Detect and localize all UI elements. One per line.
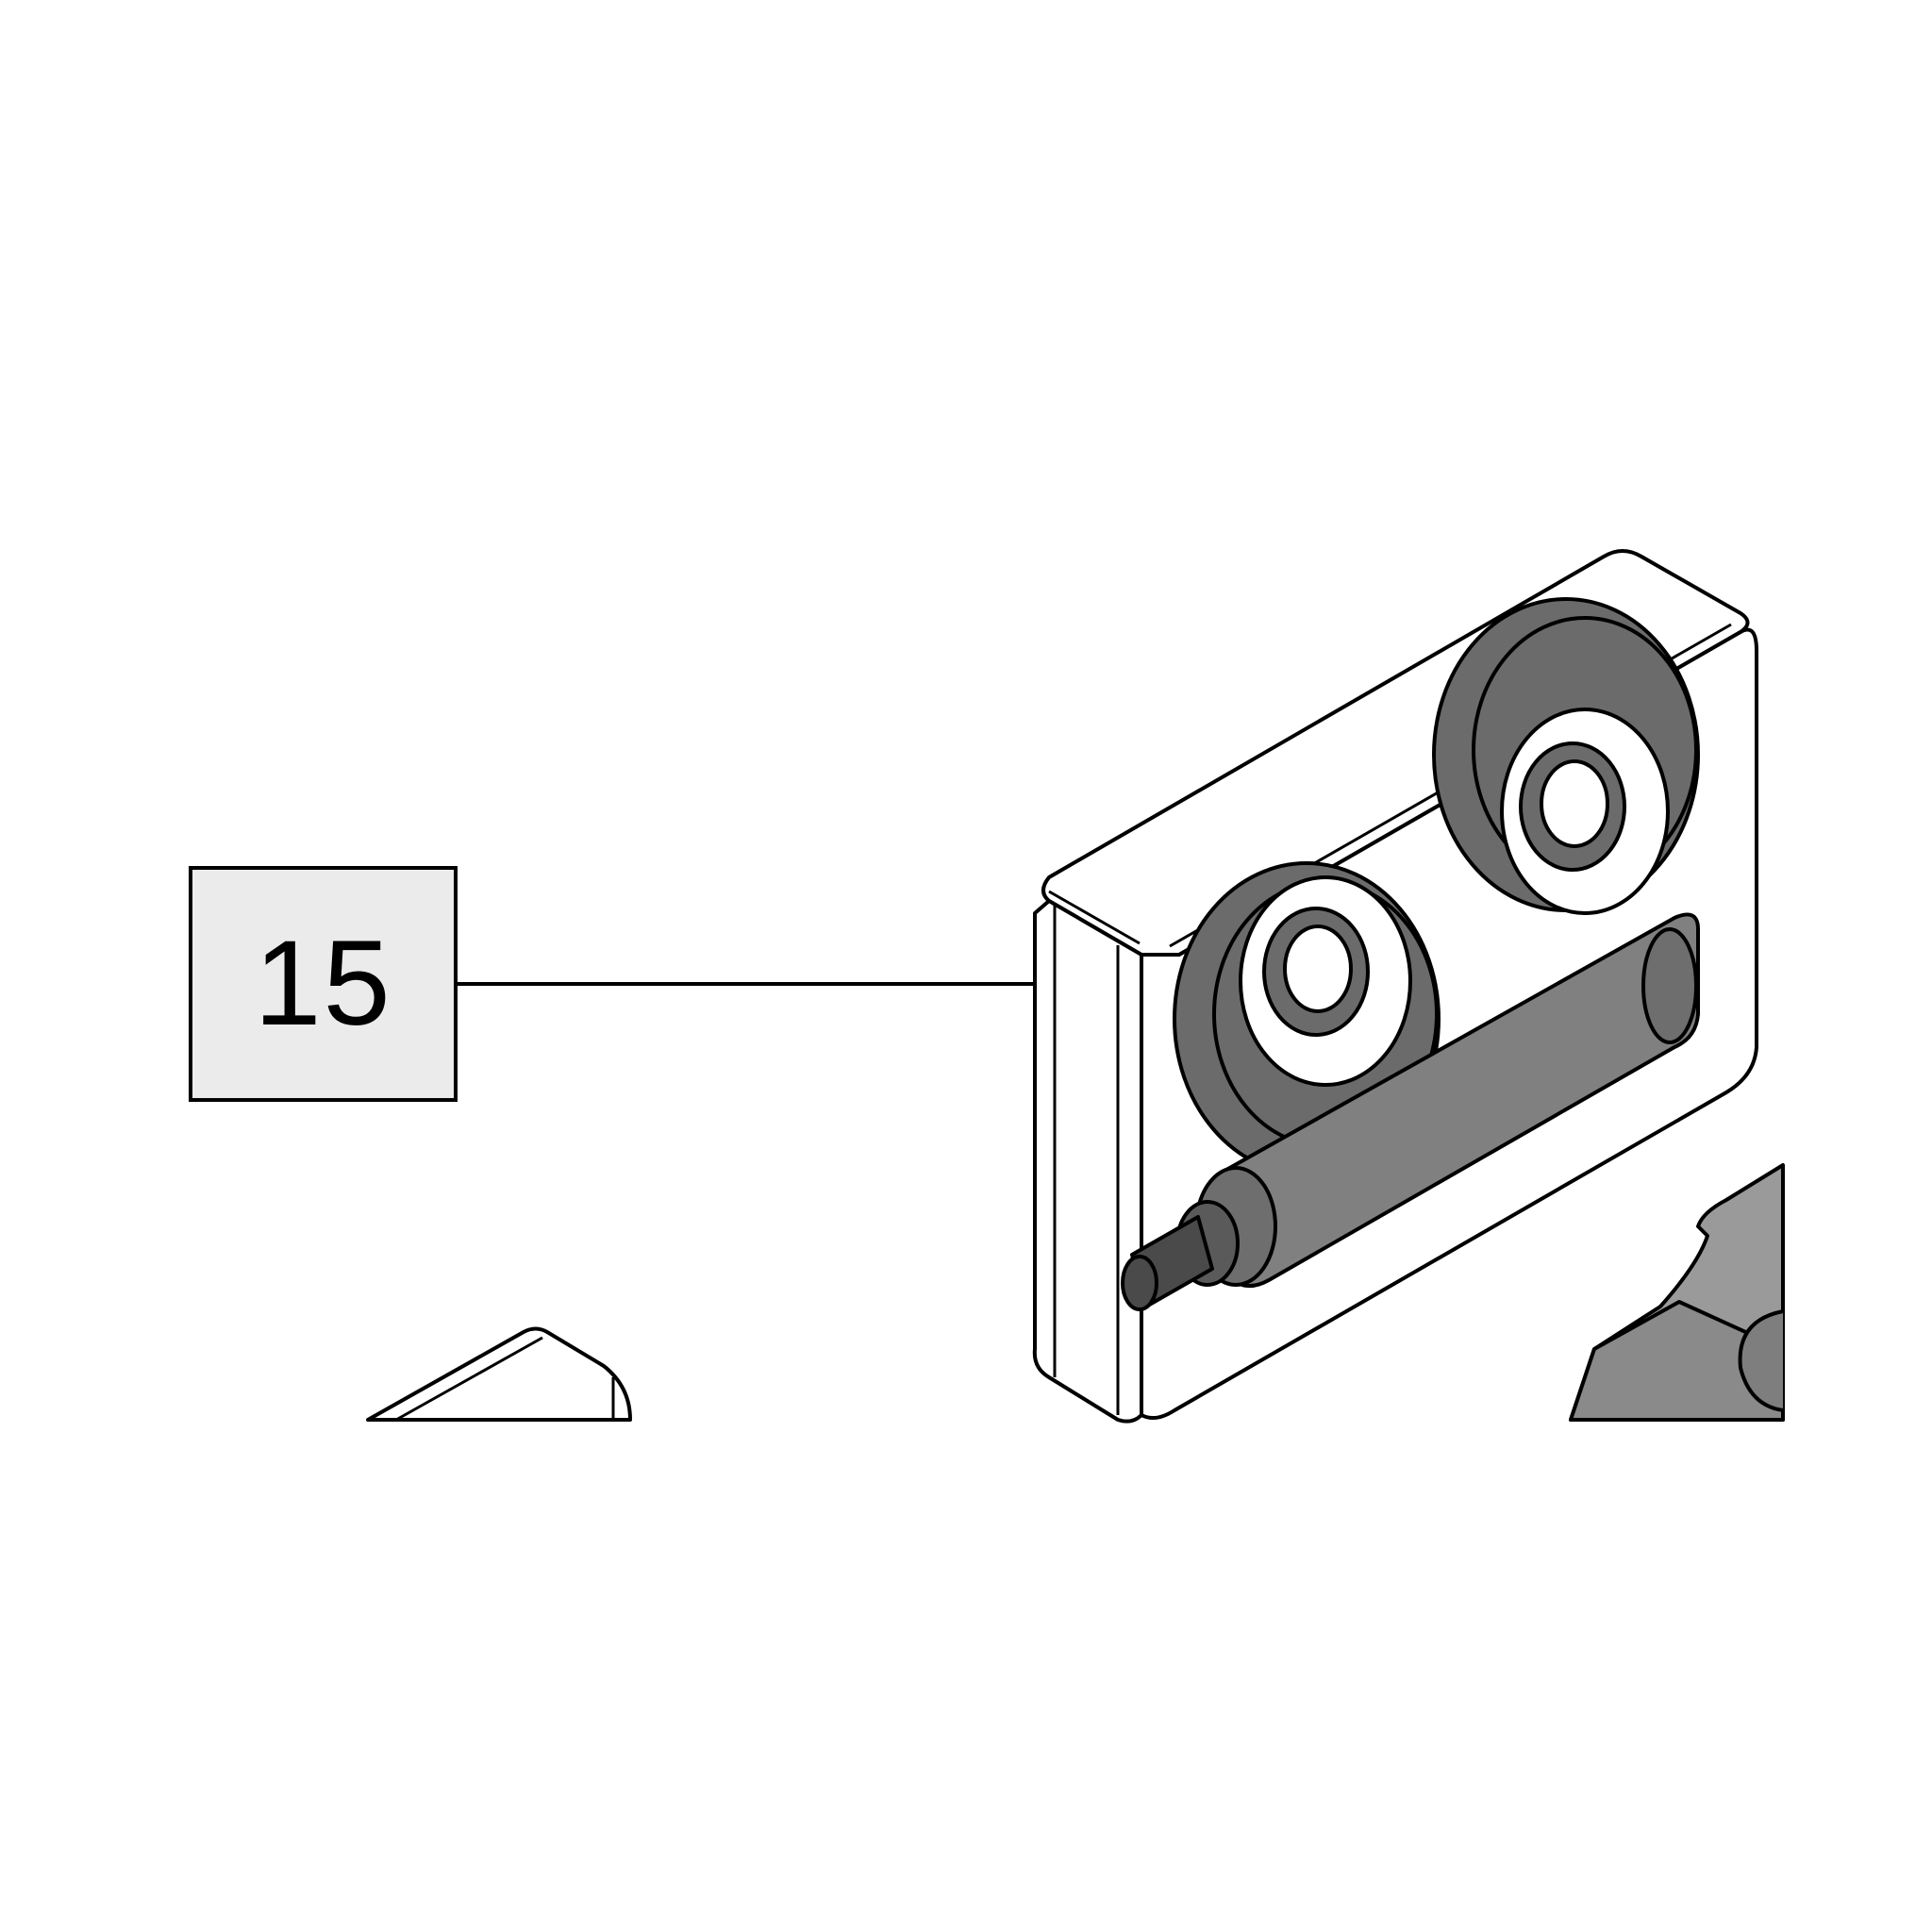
kit-box-bevel-line [1048,890,1141,945]
tube-cap-end [1641,927,1698,1044]
callout-box: 15 [189,866,458,1102]
ring-seal-right [1432,597,1700,915]
adjacent-part-right-hole [1738,1309,1784,1412]
ring-seal-left [1173,861,1441,1176]
seal-bore [1540,759,1609,848]
seal-bore [1283,924,1353,1013]
kit-box-left-face [1032,899,1143,1424]
adjacent-part-left-body [366,1326,632,1422]
grease-tube [1121,912,1700,1311]
adjacent-part-right [1569,1163,1785,1422]
adjacent-part-left [366,1326,632,1422]
tube-nozzle-tip [1121,1255,1158,1311]
adjacent-part-left-edge [395,1336,543,1422]
callout-number: 15 [254,916,392,1051]
